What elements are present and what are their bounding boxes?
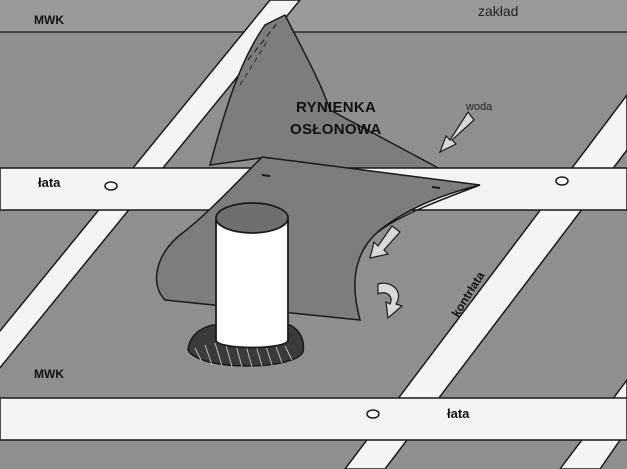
label-zaklad: zakład [478,3,518,19]
gutter-sheet [208,13,471,186]
water-arrow-down [369,225,401,259]
label-title-line2: OSŁONOWA [290,121,382,138]
water-arrow-curve [377,282,404,320]
label-mwk-top: MWK [34,13,64,27]
label-title-line1: RYNIENKA [296,99,376,116]
label-lata-bottom: łata [447,406,470,421]
nail-hole [366,409,380,419]
membrane-overlap-upper [0,0,627,32]
pipe-opening [215,202,289,234]
pipe-body [215,219,289,349]
water-arrow-top [438,110,475,154]
label-lata-top: łata [38,175,61,190]
label-mwk-bottom: MWK [34,367,64,381]
batten-bottom [0,397,627,441]
nail-hole [104,181,118,191]
label-woda: woda [465,101,493,113]
vent-pipe [187,202,305,368]
nail-hole [555,176,569,186]
